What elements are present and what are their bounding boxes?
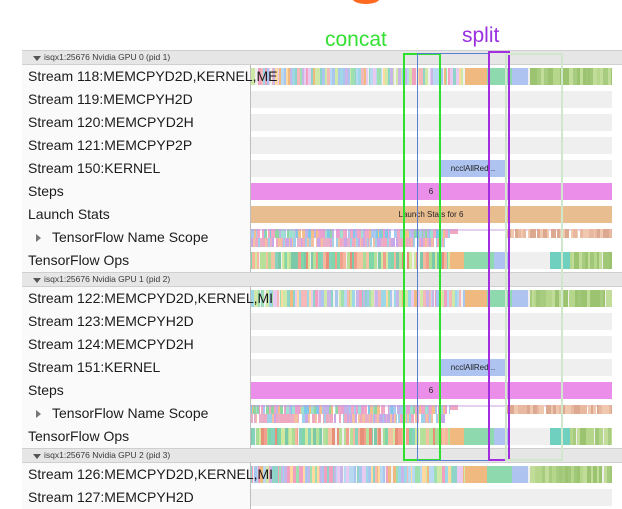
timeline-row-label-cell [22, 402, 251, 425]
timeline-row[interactable]: Stream 123:MEMCPYH2D [22, 310, 622, 333]
annotation-concat: concat [325, 28, 387, 51]
timeline-row[interactable]: ncclAllRed... Stream 150:KERNEL [22, 157, 622, 180]
timeline-row-track[interactable]: ncclAllRed... [250, 356, 622, 379]
timeline-row-label: Steps [28, 382, 64, 398]
timeline-row-label-cell [22, 157, 251, 180]
step-bar [250, 183, 612, 200]
timeline-row-track[interactable] [250, 65, 622, 88]
timeline-row[interactable]: ncclAllRed... Stream 151:KERNEL [22, 356, 622, 379]
timeline-row[interactable]: Stream 119:MEMCPYH2D [22, 88, 622, 111]
timeline-row[interactable]: Stream 120:MEMCPYD2H [22, 111, 622, 134]
group-rows: Stream 126:MEMCPYD2D,KERNEL,MI Stream 127… [22, 463, 622, 509]
timeline-row-label-cell [22, 65, 251, 88]
timeline-row-track[interactable] [250, 249, 622, 272]
timeline-row-label-cell [22, 180, 251, 203]
timeline-row-label-cell [22, 425, 251, 448]
timeline-row-label: Stream 118:MEMCPYD2D,KERNEL,ME [28, 68, 278, 84]
timeline-row-label: Stream 123:MEMCPYH2D [28, 313, 194, 329]
timeline-row[interactable]: Stream 124:MEMCPYD2H [22, 333, 622, 356]
timeline-row-label-cell [22, 356, 251, 379]
timeline-row-track[interactable]: ncclAllRed... [250, 157, 622, 180]
timeline-row-label-cell [22, 379, 251, 402]
timeline-row-label: TensorFlow Name Scope [52, 405, 209, 421]
timeline-row-track[interactable]: 6 [250, 180, 622, 203]
timeline-row[interactable]: Stream 121:MEMCPYP2P [22, 134, 622, 157]
timeline-row-label-cell [22, 203, 251, 226]
timeline-row-track[interactable] [250, 402, 622, 425]
timeline-panel[interactable]: isqx1:25676 Nvidia GPU 0 (pid 1) Stream 1… [22, 50, 622, 509]
group-header-label: isqx1:25676 Nvidia GPU 2 (pid 3) [44, 450, 171, 460]
collapse-arrow-icon[interactable] [33, 56, 41, 61]
timeline-row-track[interactable] [250, 310, 622, 333]
group-header[interactable]: isqx1:25676 Nvidia GPU 1 (pid 2) [22, 272, 622, 287]
timeline-row-label: TensorFlow Name Scope [52, 229, 209, 245]
timeline-row-label-cell [22, 310, 251, 333]
timeline-row-label: Steps [28, 183, 64, 199]
kernel-block-label: ncclAllRed... [450, 363, 496, 372]
group-header-label: isqx1:25676 Nvidia GPU 0 (pid 1) [44, 52, 171, 62]
timeline-row-label-cell [22, 287, 251, 310]
timeline-row-track[interactable] [250, 425, 622, 448]
timeline-row-label: Stream 121:MEMCPYP2P [28, 137, 193, 153]
timeline-row[interactable]: TensorFlow Name Scope [22, 402, 622, 425]
group-rows: Stream 118:MEMCPYD2D,KERNEL,ME Stream 119… [22, 65, 622, 272]
timeline-row[interactable]: Stream 127:MEMCPYH2D [22, 486, 622, 509]
timeline-row[interactable]: 6 Steps [22, 379, 622, 402]
timeline-row-track[interactable] [250, 134, 622, 157]
timeline-row-label: TensorFlow Ops [28, 252, 130, 268]
timeline-row-track[interactable] [250, 486, 622, 509]
timeline-row-label-cell [22, 134, 251, 157]
timeline-row-track[interactable] [250, 287, 622, 310]
timeline-row-track[interactable] [250, 111, 622, 134]
timeline-row-track[interactable] [250, 226, 622, 249]
timeline-row[interactable]: 6 Steps [22, 180, 622, 203]
collapse-arrow-icon[interactable] [33, 278, 41, 283]
timeline-row-label: Stream 127:MEMCPYH2D [28, 489, 194, 505]
kernel-block-label: ncclAllRed... [450, 164, 496, 173]
timeline-row-label-cell [22, 88, 251, 111]
timeline-row[interactable]: TensorFlow Name Scope [22, 226, 622, 249]
timeline-row[interactable]: Stream 122:MEMCPYD2D,KERNEL,MI [22, 287, 622, 310]
timeline-row-label-cell [22, 333, 251, 356]
timeline-row-label: Stream 124:MEMCPYD2H [28, 336, 194, 352]
expand-arrow-icon[interactable] [36, 410, 41, 418]
step-bar-label: 6 [428, 187, 434, 196]
timeline-row-label-cell [22, 226, 251, 249]
collapse-arrow-icon[interactable] [33, 454, 41, 459]
launch-stats-bar-label: Launch Stats for 6 [398, 210, 464, 219]
timeline-row-track[interactable] [250, 333, 622, 356]
timeline-row-track[interactable]: 6 [250, 379, 622, 402]
timeline-row-track[interactable] [250, 463, 622, 486]
timeline-row[interactable]: Stream 126:MEMCPYD2D,KERNEL,MI [22, 463, 622, 486]
timeline-row-label-cell [22, 249, 251, 272]
timeline-row-label: Stream 119:MEMCPYH2D [28, 91, 193, 107]
timeline-row-label: Stream 122:MEMCPYD2D,KERNEL,MI [28, 290, 274, 306]
timeline-row-label: Stream 126:MEMCPYD2D,KERNEL,MI [28, 466, 274, 482]
timeline-row-label: Stream 150:KERNEL [28, 160, 161, 176]
group-rows: Stream 122:MEMCPYD2D,KERNEL,MI Stream 123… [22, 287, 622, 448]
annotation-split: split [462, 24, 500, 47]
timeline-row-label-cell [22, 111, 251, 134]
trace-viewer-screenshot: concat split nccl weight update isqx1:25… [22, 0, 622, 509]
timeline-row-label: TensorFlow Ops [28, 428, 130, 444]
timeline-row-label: Stream 151:KERNEL [28, 359, 161, 375]
orange-marker-icon [352, 0, 380, 4]
timeline-row-track[interactable]: Launch Stats for 6 [250, 203, 622, 226]
launch-stats-bar [250, 206, 612, 223]
timeline-row[interactable]: TensorFlow Ops [22, 249, 622, 272]
step-bar [250, 382, 612, 399]
timeline-row[interactable]: Launch Stats for 6 Launch Stats [22, 203, 622, 226]
group-header-label: isqx1:25676 Nvidia GPU 1 (pid 2) [44, 274, 171, 284]
timeline-row[interactable]: Stream 118:MEMCPYD2D,KERNEL,ME [22, 65, 622, 88]
step-bar-label: 6 [428, 386, 434, 395]
group-header[interactable]: isqx1:25676 Nvidia GPU 0 (pid 1) [22, 50, 622, 65]
timeline-row-label: Launch Stats [28, 206, 110, 222]
expand-arrow-icon[interactable] [36, 234, 41, 242]
timeline-row[interactable]: TensorFlow Ops [22, 425, 622, 448]
timeline-row-track[interactable] [250, 88, 622, 111]
timeline-row-label: Stream 120:MEMCPYD2H [28, 114, 194, 130]
